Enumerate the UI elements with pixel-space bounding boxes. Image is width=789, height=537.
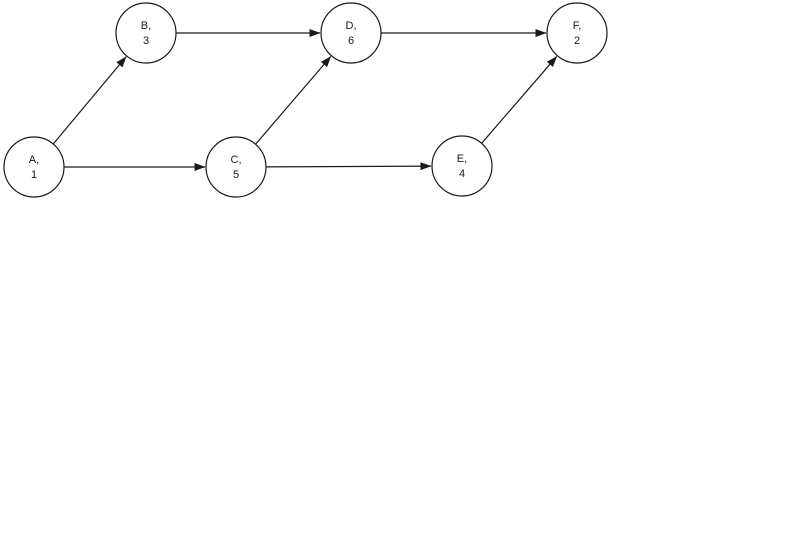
edge-C-D (255, 56, 332, 145)
node-D-circle (320, 2, 382, 64)
node-E-circle (431, 135, 493, 197)
node-F-circle (546, 2, 608, 64)
edge-E-F (481, 56, 558, 144)
node-C: C,5 (205, 136, 267, 198)
node-F: F,2 (546, 2, 608, 64)
node-D: D,6 (320, 2, 382, 64)
edge-C-E (265, 162, 432, 171)
node-A-label: A,1 (29, 154, 39, 181)
node-F-label: F,2 (573, 20, 582, 47)
node-C-label: C,5 (231, 154, 242, 181)
node-D-label: D,6 (346, 20, 357, 47)
node-A: A,1 (3, 136, 65, 198)
node-B: B,3 (115, 2, 177, 64)
edge-A-B (52, 56, 127, 145)
node-C-circle (205, 136, 267, 198)
node-E-label: E,4 (457, 153, 467, 180)
node-B-circle (115, 2, 177, 64)
node-A-circle (3, 136, 65, 198)
node-B-label: B,3 (141, 20, 151, 47)
node-E: E,4 (431, 135, 493, 197)
